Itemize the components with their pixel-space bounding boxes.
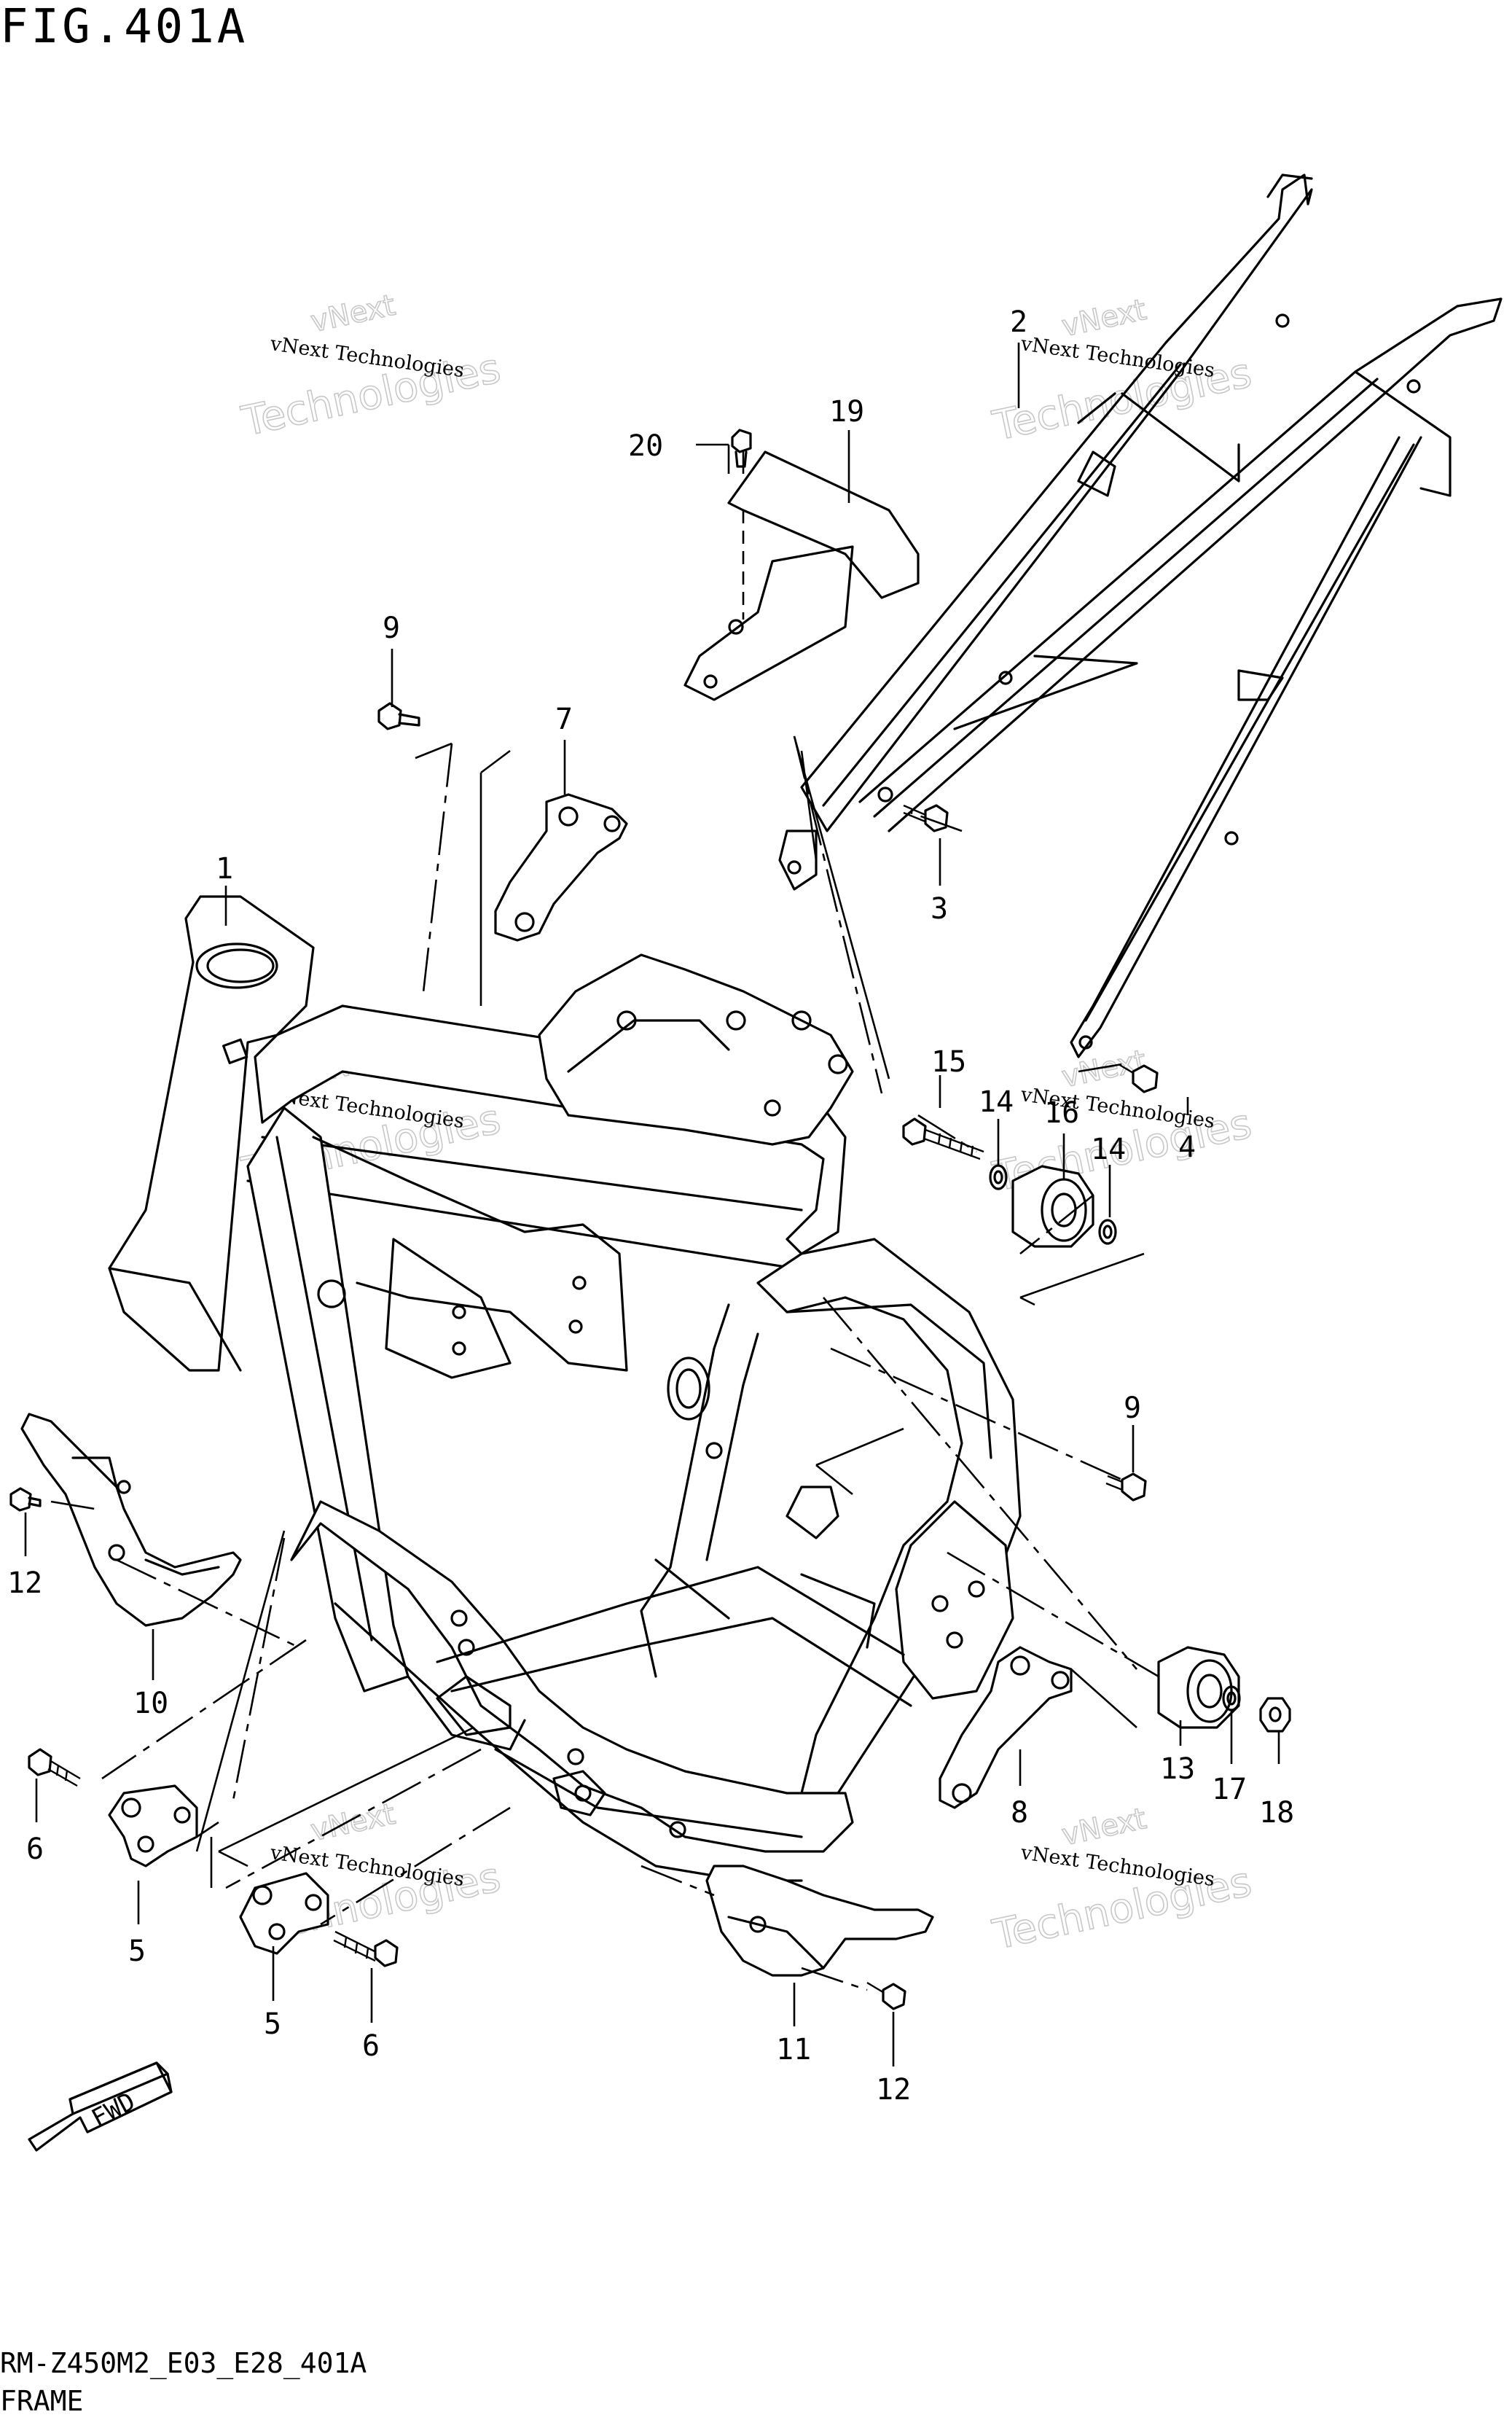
- watermark-text: vNext Technologies: [1019, 332, 1216, 382]
- bolt-part-12-left: [9, 1487, 42, 1512]
- collar-part-16: [1011, 1165, 1094, 1248]
- callout-9b: 9: [1124, 1392, 1141, 1425]
- callout-8: 8: [1011, 1796, 1028, 1830]
- callout-11: 11: [776, 2033, 811, 2066]
- callout-10: 10: [133, 1687, 168, 1720]
- bolt-part-20: [731, 429, 752, 468]
- engine-mount-bracket-part-7: [494, 793, 628, 942]
- callout-5b: 5: [264, 2007, 281, 2041]
- bolt-part-4: [1118, 1063, 1159, 1093]
- figure-title: FIG.401A: [0, 0, 248, 54]
- watermark-text-small: vNext: [308, 1798, 399, 1848]
- watermark-text-small: vNext: [1059, 1802, 1149, 1852]
- callout-5a: 5: [128, 1935, 146, 1968]
- figure-caption: FRAME: [0, 2385, 84, 2417]
- watermark-text-small: vNext: [1059, 293, 1149, 343]
- callout-18: 18: [1259, 1796, 1294, 1830]
- callout-16: 16: [1044, 1096, 1079, 1130]
- callout-9a: 9: [383, 612, 400, 645]
- engine-mount-bracket-part-8: [939, 1646, 1073, 1809]
- nut-part-18: [1259, 1697, 1291, 1733]
- washer-part-14-right: [1098, 1219, 1117, 1245]
- bolt-part-12-right: [866, 1981, 906, 2010]
- sub-frame-part-2: [778, 173, 1503, 1058]
- callout-6b: 6: [362, 2029, 380, 2063]
- callout-leaders: [24, 343, 1280, 2066]
- guard-part-11: [705, 1865, 934, 1977]
- guard-part-10: [20, 1413, 242, 1627]
- bolt-part-6-right: [333, 1930, 399, 1967]
- bracket-part-19: [683, 445, 920, 701]
- callout-4: 4: [1178, 1131, 1196, 1164]
- bolt-part-9-upper: [377, 702, 420, 730]
- callout-12b: 12: [876, 2073, 911, 2107]
- bolt-part-15: [902, 1117, 984, 1160]
- assembly-centerlines: [50, 445, 1159, 1991]
- callout-17: 17: [1212, 1773, 1247, 1806]
- callout-6a: 6: [26, 1832, 44, 1866]
- callout-7: 7: [555, 703, 573, 736]
- callout-14b: 14: [1091, 1133, 1126, 1166]
- callout-12a: 12: [7, 1566, 42, 1600]
- callout-20: 20: [628, 429, 663, 463]
- callout-15: 15: [931, 1045, 966, 1079]
- watermark-text: vNext Technologies: [1019, 1841, 1216, 1891]
- forward-direction-arrow: FWD: [28, 2061, 173, 2152]
- callout-19: 19: [829, 395, 864, 429]
- bracket-part-5-lower: [239, 1872, 329, 1955]
- callout-labels: 1 2 3 4 5 5 6 6 7 8 9 9 10 11 12 12 13 1…: [7, 305, 1294, 2107]
- bolt-part-6-left: [28, 1748, 81, 1787]
- callout-13: 13: [1160, 1752, 1195, 1786]
- drawing-code: RM-Z450M2_E03_E28_401A: [0, 2347, 367, 2379]
- callout-1: 1: [216, 852, 233, 886]
- watermark-text-small: vNext: [308, 289, 399, 339]
- reference-frame-lines: [195, 735, 1145, 1888]
- callout-14a: 14: [979, 1085, 1014, 1119]
- bracket-part-5-upper: [108, 1784, 198, 1867]
- callout-2: 2: [1010, 305, 1027, 339]
- main-frame-part-1: [108, 895, 1022, 1882]
- callout-3: 3: [931, 892, 948, 926]
- bolt-part-9-lower: [1105, 1472, 1147, 1502]
